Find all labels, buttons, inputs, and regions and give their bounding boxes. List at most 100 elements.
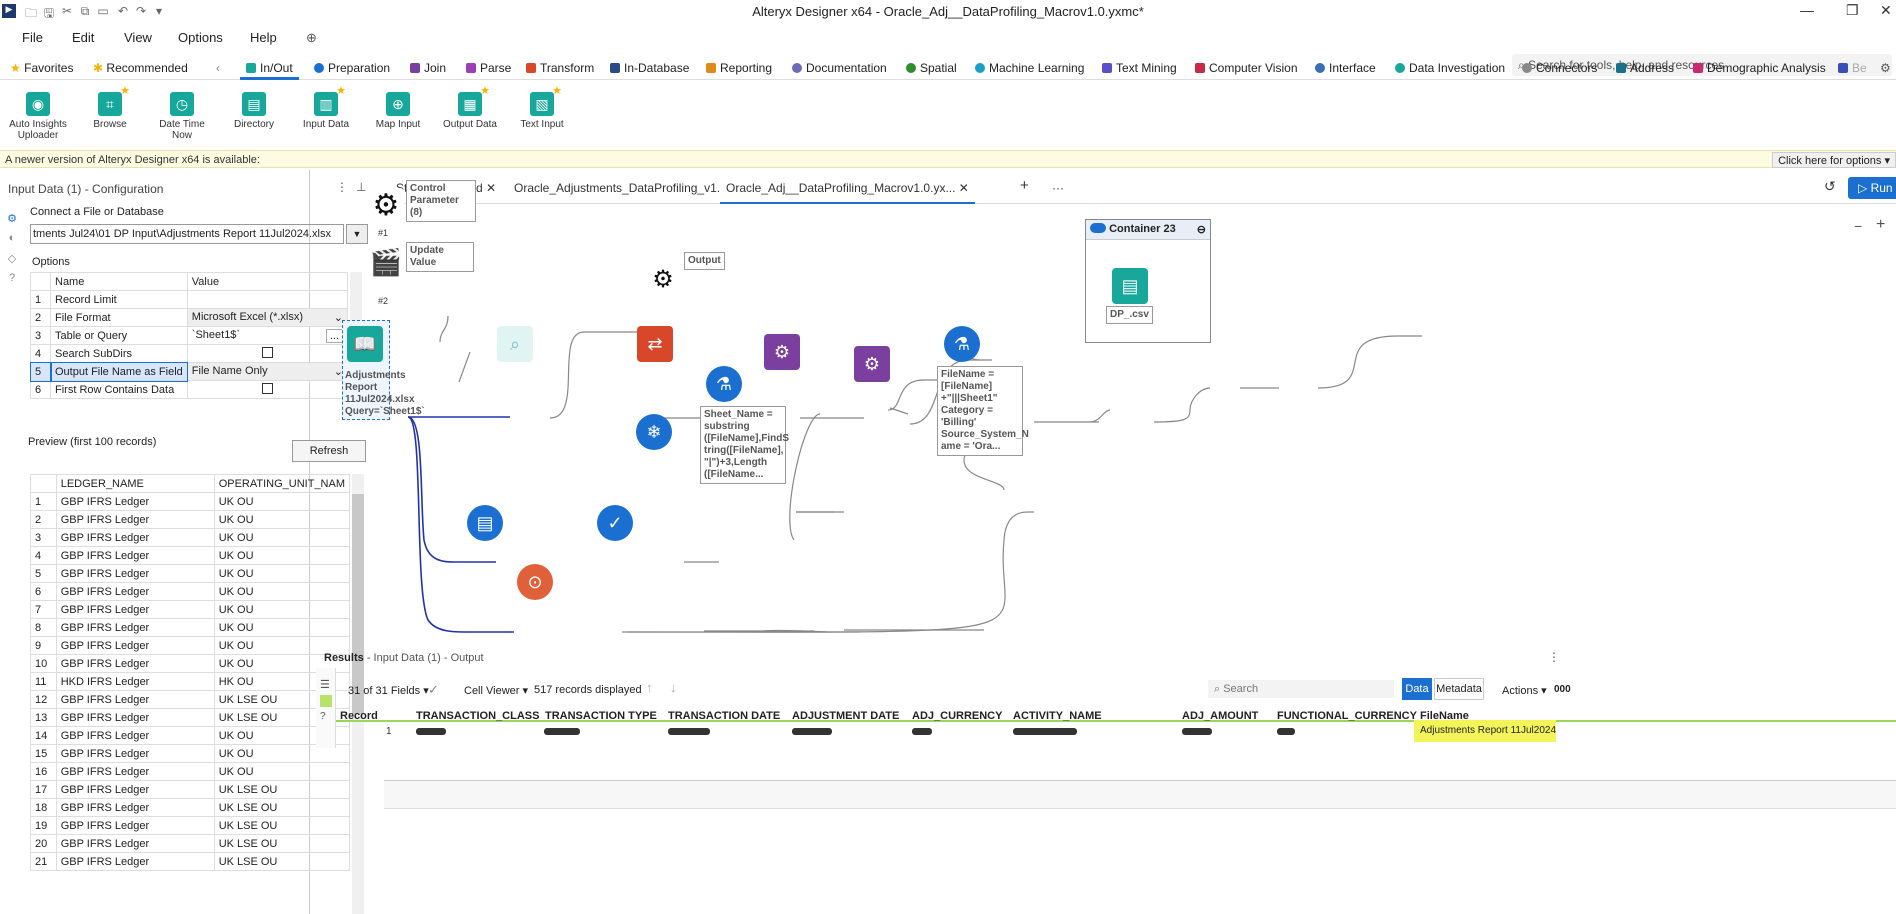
help-icon[interactable]: ?	[320, 711, 326, 722]
cat-spatial[interactable]: Spatial	[906, 61, 957, 75]
col-activity-name[interactable]: ACTIVITY_NAME	[1013, 710, 1102, 722]
tool-browse[interactable]: ★⌗Browse	[93, 85, 130, 131]
cat-computer-vision[interactable]: Computer Vision	[1195, 61, 1298, 75]
history-icon[interactable]: ↺	[1824, 178, 1836, 194]
overflow-icon[interactable]: 000	[1554, 684, 1571, 695]
metadata-view-button[interactable]: Metadata	[1434, 678, 1484, 700]
browse-node[interactable]: ⌕	[497, 326, 533, 362]
list-view-icon[interactable]: ☰	[320, 679, 330, 691]
cat-data-investigation[interactable]: Data Investigation	[1395, 61, 1505, 75]
minimize-button[interactable]: —	[1800, 2, 1814, 18]
menu-view[interactable]: View	[124, 30, 152, 45]
tool-directory[interactable]: ▤Directory	[224, 92, 284, 130]
help-icon[interactable]: ?	[8, 272, 16, 284]
field-info-node[interactable]: ▤	[467, 505, 503, 541]
refresh-button[interactable]: Refresh	[292, 440, 366, 462]
tab-oracle-adj-macro[interactable]: Oracle_Adj__DataProfiling_Macrov1.0.yx..…	[720, 172, 975, 204]
new-tab-button[interactable]: +	[1020, 177, 1029, 194]
redo-icon[interactable]: ↷	[135, 4, 147, 18]
container-collapse-icon[interactable]: ⊖	[1196, 224, 1206, 236]
scroll-down-icon[interactable]: ↓	[670, 680, 677, 695]
col-transaction-class[interactable]: TRANSACTION_CLASS	[416, 710, 540, 722]
run-button[interactable]: ▷ Run	[1848, 177, 1896, 199]
col-adj-currency[interactable]: ADJ_CURRENCY	[912, 710, 1003, 722]
tool-auto-insights-uploader[interactable]: ◉Auto Insights Uploader	[8, 92, 68, 141]
scroll-right-icon[interactable]: ⚙	[1880, 61, 1891, 75]
update-options-button[interactable]: Click here for options ▾	[1772, 152, 1896, 168]
fields-selector[interactable]: 31 of 31 Fields ▾	[348, 685, 429, 697]
tag-icon[interactable]: ◇	[7, 253, 17, 265]
file-path-input[interactable]: tments Jul24\01 DP Input\Adjustments Rep…	[30, 224, 344, 244]
output-anchor-icon[interactable]	[320, 695, 332, 707]
copy-icon[interactable]: ⧉	[80, 4, 90, 18]
container-toggle[interactable]	[1090, 223, 1106, 233]
menu-options[interactable]: Options	[178, 30, 223, 45]
filename-cell[interactable]: Adjustments Report 11Jul2024	[1414, 720, 1556, 742]
cat-connectors[interactable]: Connectors	[1522, 61, 1597, 75]
zoom-in-button[interactable]: +	[1876, 216, 1886, 233]
select-records-node[interactable]: ✓	[597, 505, 633, 541]
scroll-left-icon[interactable]: ‹	[216, 61, 220, 75]
save-icon[interactable]: 🖫	[43, 6, 55, 20]
cat-interface[interactable]: Interface	[1315, 61, 1376, 75]
join-node-2[interactable]: ⚙	[854, 346, 890, 382]
macro-output-node[interactable]: ⚙	[645, 262, 681, 298]
tab-overflow-button[interactable]: ···	[1052, 181, 1064, 195]
cat-favorites[interactable]: ★ Favorites	[10, 61, 74, 75]
menu-help[interactable]: Help	[250, 30, 277, 45]
col-transaction-type[interactable]: TRANSACTION TYPE	[545, 710, 657, 722]
cat-join[interactable]: Join	[410, 61, 446, 75]
tool-input-data[interactable]: ★▥Input Data	[302, 85, 350, 131]
menu-edit[interactable]: Edit	[72, 30, 95, 45]
control-parameter-node[interactable]: ⚙	[368, 188, 404, 224]
col-adj-amount[interactable]: ADJ_AMOUNT	[1182, 710, 1259, 722]
undo-icon[interactable]: ↶	[117, 4, 129, 18]
file-path-dropdown[interactable]: ▼	[346, 224, 368, 244]
cat-address[interactable]: Address	[1616, 61, 1674, 75]
more-options-icon[interactable]: ⋮	[336, 180, 348, 194]
col-record[interactable]: Record	[340, 710, 378, 722]
preview-scrollbar[interactable]	[352, 474, 364, 914]
cat-text-mining[interactable]: Text Mining	[1102, 61, 1177, 75]
col-transaction-date[interactable]: TRANSACTION DATE	[668, 710, 781, 722]
count-records-node[interactable]: ⊙	[517, 564, 553, 600]
formula-node-2[interactable]: ⚗	[944, 326, 980, 362]
cat-parse[interactable]: Parse	[466, 61, 511, 75]
join-node-1[interactable]: ⚙	[764, 334, 800, 370]
formula-node-1[interactable]: ⚗	[706, 366, 742, 402]
cat-recommended[interactable]: ✱ Recommended	[93, 61, 188, 75]
cat-preparation[interactable]: Preparation	[314, 61, 390, 75]
tool-date-time-now[interactable]: ◷Date Time Now	[152, 92, 212, 141]
paste-icon[interactable]: ▭	[97, 4, 109, 18]
col-filename[interactable]: FileName	[1420, 710, 1469, 722]
open-icon[interactable]: 🗀	[24, 6, 37, 20]
cat-transform[interactable]: Transform	[526, 61, 594, 75]
settings-gear-icon[interactable]: ⚙	[7, 213, 17, 225]
cat-machine-learning[interactable]: Machine Learning	[975, 61, 1084, 75]
cat-in-database[interactable]: In-Database	[610, 61, 689, 75]
tool-text-input[interactable]: ★▧Text Input	[520, 85, 564, 131]
tool-map-input[interactable]: ⊕Map Input	[368, 92, 428, 130]
output-data-node[interactable]: ▤	[1112, 268, 1148, 304]
container-23[interactable]: Container 23 ⊖ ▤ DP_.csv	[1085, 219, 1211, 343]
pin-icon[interactable]: ⊥	[356, 180, 367, 194]
restore-button[interactable]: ❐	[1846, 2, 1859, 18]
results-search-input[interactable]: ⌕ Search	[1208, 680, 1394, 698]
action-update-node[interactable]: 🎬	[368, 244, 404, 280]
tool-output-data[interactable]: ★▦Output Data	[443, 85, 497, 131]
